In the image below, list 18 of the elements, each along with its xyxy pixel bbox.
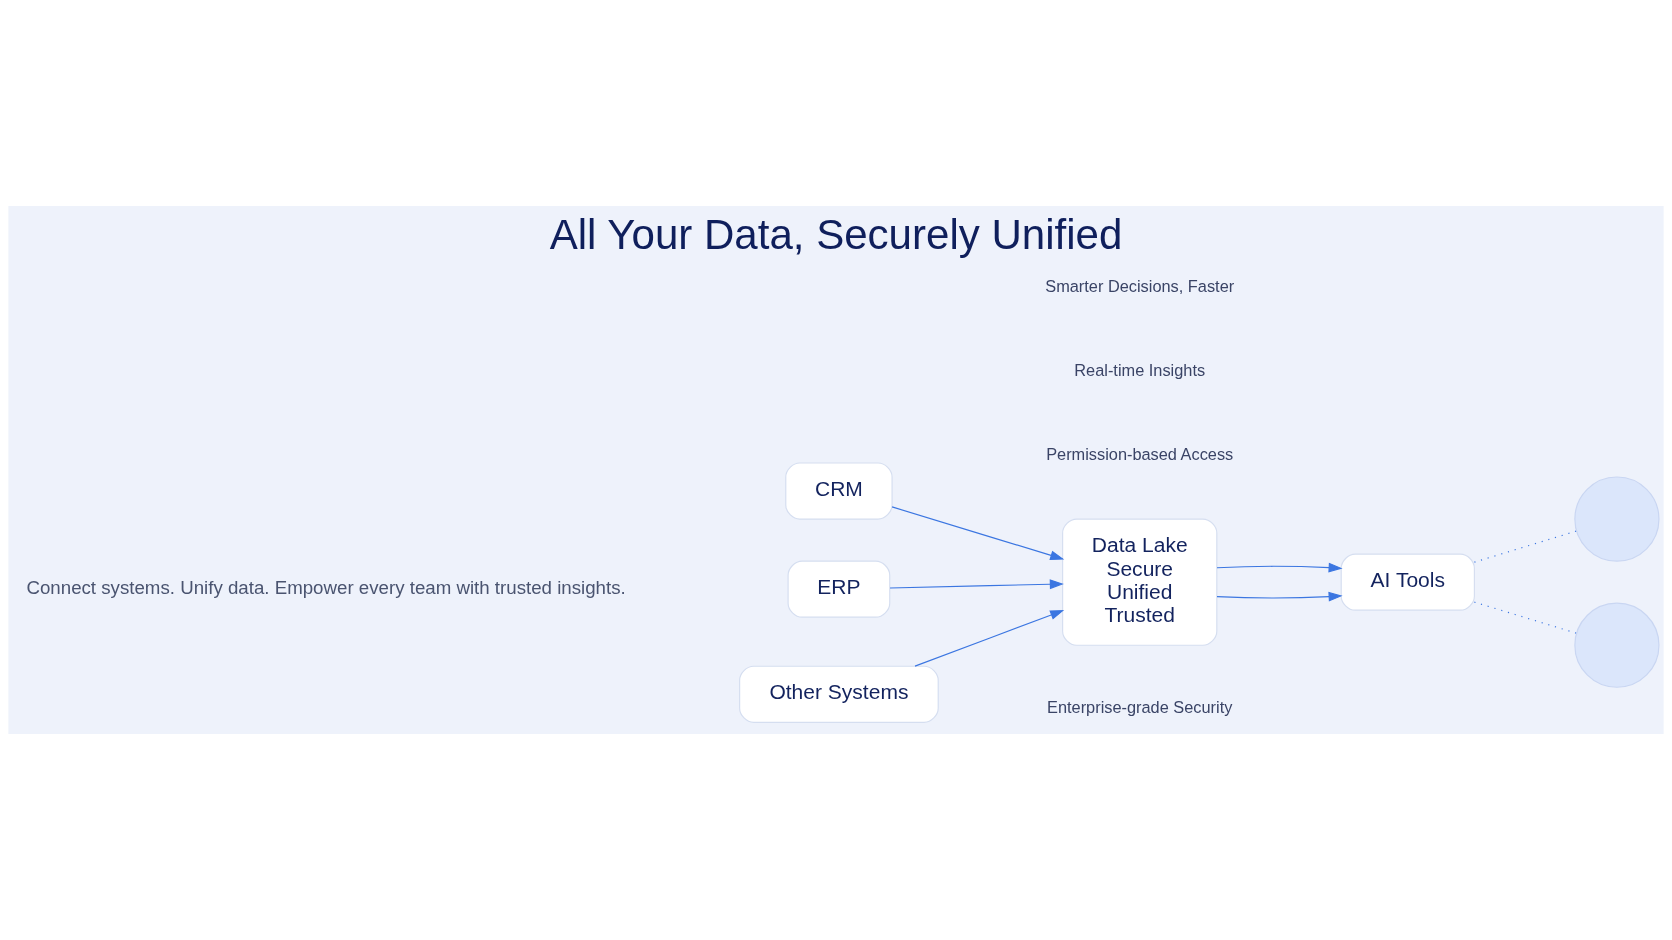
arrow xyxy=(1216,562,1343,573)
node-person xyxy=(1574,602,1660,688)
diagram-title: All Your Data, Securely Unified xyxy=(549,210,1123,258)
label: Connect systems. Unify data. Empower every team with trusted insights. xyxy=(26,576,626,598)
node-box: Other Systems xyxy=(739,665,939,723)
arrow xyxy=(1216,591,1343,602)
arrow xyxy=(889,579,1064,590)
node-box: Data Lake Secure Unified Trusted xyxy=(1062,518,1218,646)
arrow xyxy=(914,610,1065,667)
label: Real-time Insights xyxy=(1074,361,1206,380)
label: Permission-based Access xyxy=(1046,445,1234,464)
label: Enterprise-grade Security xyxy=(1047,697,1233,716)
node-box: CRM xyxy=(785,462,893,520)
label: Smarter Decisions, Faster xyxy=(1045,277,1235,296)
node-box: ERP xyxy=(787,560,891,618)
node-box: AI Tools xyxy=(1340,553,1475,611)
node-person xyxy=(1574,476,1660,562)
arrow xyxy=(891,506,1065,561)
